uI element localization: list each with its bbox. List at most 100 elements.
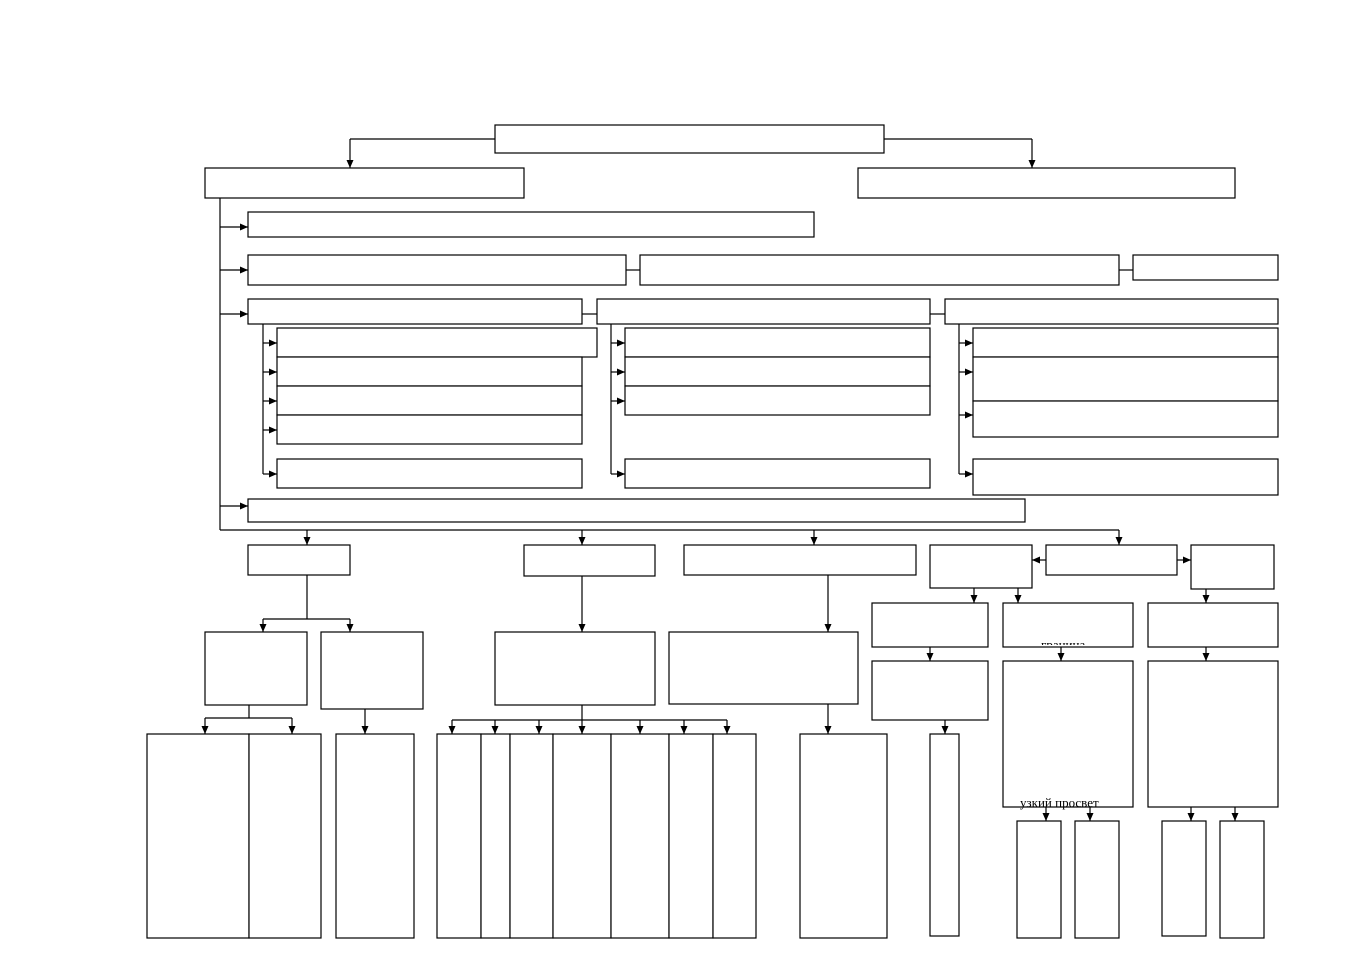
diagram-box-40: [1147, 660, 1279, 808]
diagram-box-41: [146, 733, 250, 939]
arrowhead-35: [636, 726, 644, 734]
diagram-box-13: [276, 385, 583, 416]
diagram-box-21: [972, 356, 1279, 402]
diagram-box-30: [1190, 544, 1275, 590]
diagram-box-29: [1045, 544, 1178, 576]
diagram-box-7: [1132, 254, 1279, 281]
diagram-box-20: [972, 327, 1279, 358]
arrowhead-10: [269, 426, 277, 434]
arrowhead-30: [361, 726, 369, 734]
diagram-box-24: [247, 498, 1026, 523]
arrowhead-36: [680, 726, 688, 734]
diagram-box-12: [276, 356, 583, 387]
diagram-box-31: [204, 631, 308, 706]
arrowhead-48: [1042, 813, 1050, 821]
arrowhead-43: [1202, 595, 1210, 603]
diagram-box-18: [624, 385, 931, 416]
arrowhead-39: [1032, 556, 1040, 564]
arrowhead-16: [965, 339, 973, 347]
diagram-box-11: [276, 327, 598, 358]
arrowhead-31: [448, 726, 456, 734]
arrowhead-7: [269, 339, 277, 347]
arrowhead-49: [1086, 813, 1094, 821]
diagram-box-52: [929, 733, 960, 937]
diagram-box-49: [668, 733, 714, 939]
arrowhead-19: [965, 470, 973, 478]
arrowhead-6: [240, 502, 248, 510]
arrowhead-8: [269, 368, 277, 376]
arrowhead-18: [965, 411, 973, 419]
diagram-box-16: [624, 327, 931, 358]
diagram-box-10: [944, 298, 1279, 325]
diagram-box-34: [668, 631, 859, 705]
diagram-box-42: [248, 733, 322, 939]
diagram-box-27: [683, 544, 917, 576]
diagram-box-56: [1219, 820, 1265, 939]
diagram-box-28: [929, 544, 1033, 589]
diagram-box-26: [523, 544, 656, 577]
diagram-box-17: [624, 356, 931, 387]
arrowhead-33: [535, 726, 543, 734]
diagram-box-39: [1002, 660, 1134, 808]
arrowhead-46: [1057, 653, 1065, 661]
arrowhead-34: [578, 726, 586, 734]
arrowhead-2: [1028, 160, 1036, 168]
arrowhead-41: [970, 595, 978, 603]
diagram-box-46: [509, 733, 554, 939]
arrowhead-20: [303, 537, 311, 545]
arrowhead-50: [1187, 813, 1195, 821]
arrowhead-47: [1202, 653, 1210, 661]
diagram-box-1: [494, 124, 885, 154]
arrowhead-17: [965, 368, 973, 376]
arrowhead-26: [578, 624, 586, 632]
diagram-box-47: [552, 733, 612, 939]
diagram-box-54: [1074, 820, 1120, 939]
arrowhead-44: [926, 653, 934, 661]
arrowhead-3: [240, 223, 248, 231]
diagram-box-9: [596, 298, 931, 325]
arrowhead-11: [269, 470, 277, 478]
diagram-box-3: [857, 167, 1236, 199]
arrowhead-28: [201, 726, 209, 734]
diagram-box-25: [247, 544, 351, 576]
arrowhead-27: [824, 624, 832, 632]
arrowhead-1: [346, 160, 354, 168]
arrowhead-40: [1183, 556, 1191, 564]
arrowhead-9: [269, 397, 277, 405]
arrowhead-37: [723, 726, 731, 734]
arrowhead-29: [288, 726, 296, 734]
arrowhead-32: [491, 726, 499, 734]
arrowhead-23: [1115, 537, 1123, 545]
arrowhead-12: [617, 339, 625, 347]
diagram-box-55: [1161, 820, 1207, 937]
arrowhead-21: [578, 537, 586, 545]
arrowhead-14: [617, 397, 625, 405]
diagram-box-37: [1147, 602, 1279, 648]
diagram-box-32: [320, 631, 424, 710]
diagram-box-44: [436, 733, 482, 939]
diagram-box-50: [712, 733, 757, 939]
border-partial-label: граница: [1041, 638, 1085, 645]
diagram-box-6: [639, 254, 1120, 286]
diagram-box-51: [799, 733, 888, 939]
diagram-box-5: [247, 254, 627, 286]
diagram-box-15: [276, 458, 583, 489]
diagram-box-43: [335, 733, 415, 939]
diagram-box-8: [247, 298, 583, 325]
arrowhead-5: [240, 310, 248, 318]
arrowhead-25: [346, 624, 354, 632]
diagram-box-4: [247, 211, 815, 238]
diagram-box-23: [972, 458, 1279, 496]
diagram-box-33: [494, 631, 656, 706]
arrowhead-24: [259, 624, 267, 632]
diagram-box-19: [624, 458, 931, 489]
diagram-box-2: [204, 167, 525, 199]
arrowhead-45: [941, 726, 949, 734]
diagram-box-14: [276, 414, 583, 445]
arrowhead-42: [1014, 595, 1022, 603]
arrowhead-13: [617, 368, 625, 376]
diagram-box-45: [480, 733, 511, 939]
arrowhead-15: [617, 470, 625, 478]
